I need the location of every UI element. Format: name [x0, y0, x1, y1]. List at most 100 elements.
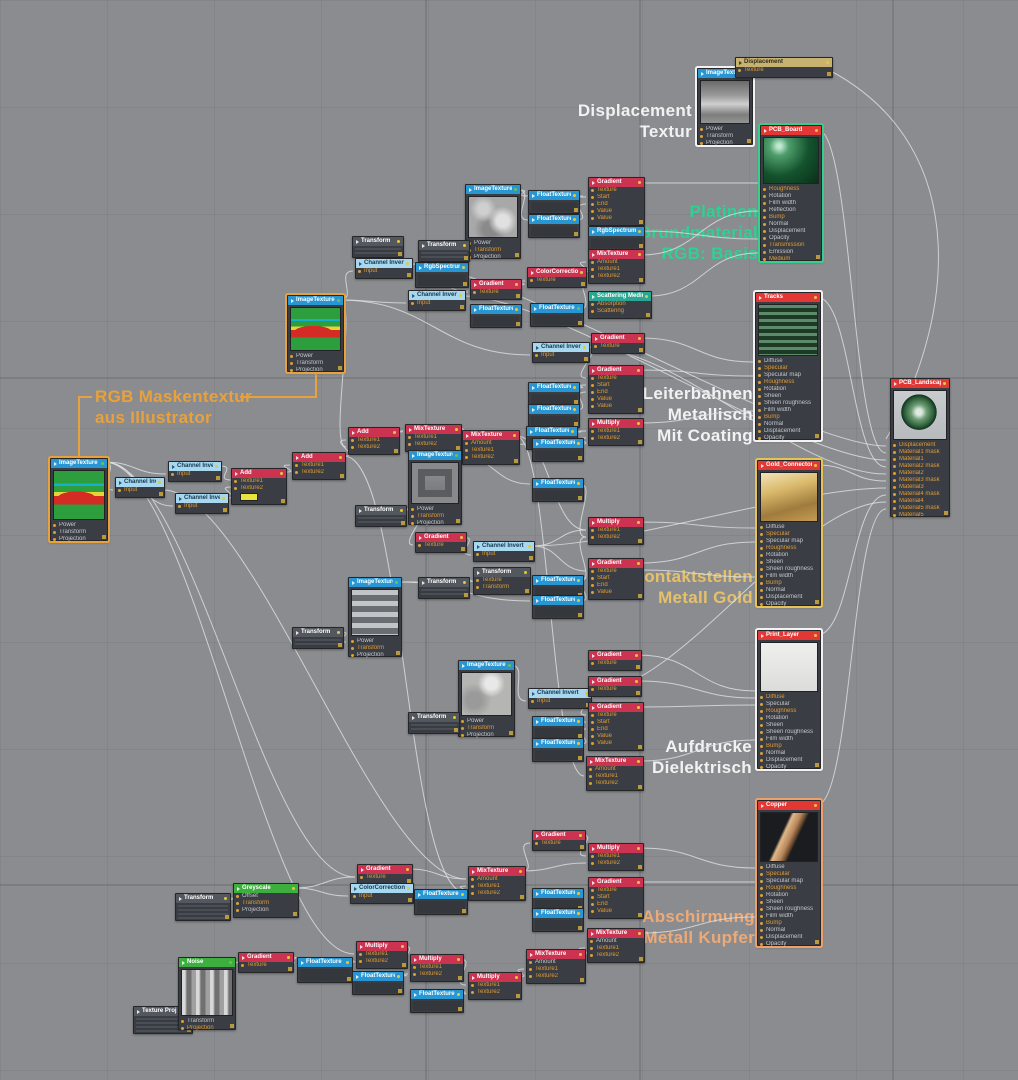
collapse-icon[interactable]	[592, 252, 595, 257]
output-port-icon[interactable]	[528, 545, 531, 548]
input-port-icon[interactable]	[295, 471, 298, 474]
port-power[interactable]: Power	[698, 126, 752, 133]
input-port-icon[interactable]	[760, 866, 763, 869]
collapse-icon[interactable]	[739, 60, 742, 65]
port-texture[interactable]: Texture	[592, 343, 644, 350]
node-header[interactable]: MixTexture	[588, 929, 644, 938]
node-header[interactable]: ImageTexture	[349, 578, 401, 587]
collapse-icon[interactable]	[414, 992, 417, 997]
node-header[interactable]: Greyscale	[234, 884, 298, 893]
input-port-icon[interactable]	[700, 135, 703, 138]
port-opacity[interactable]: Opacity	[758, 601, 820, 608]
node-header[interactable]: Add	[293, 453, 345, 462]
node-header[interactable]: ImageTexture	[51, 459, 107, 468]
input-port-icon[interactable]	[529, 968, 532, 971]
port-start[interactable]: Start	[589, 894, 643, 901]
collapse-icon[interactable]	[530, 952, 533, 957]
input-port-icon[interactable]	[763, 237, 766, 240]
node-scatter-1[interactable]: Scattering MediumAbsorptionScattering	[588, 291, 652, 319]
output-port-icon[interactable]	[339, 456, 342, 459]
node-header[interactable]: Transform	[293, 628, 343, 637]
input-port-icon[interactable]	[351, 640, 354, 643]
port-input[interactable]: Input	[176, 503, 228, 510]
input-port-icon[interactable]	[700, 128, 703, 131]
input-port-icon[interactable]	[760, 547, 763, 550]
node-header[interactable]: Gradient	[592, 334, 644, 343]
output-port-icon[interactable]	[943, 382, 946, 385]
port-diffuse[interactable]: Diffuse	[758, 694, 820, 701]
port-material2[interactable]: Material2	[891, 470, 949, 477]
collapse-icon[interactable]	[592, 368, 595, 373]
collapse-icon[interactable]	[237, 886, 240, 891]
collapse-icon[interactable]	[462, 663, 465, 668]
resize-handle-icon[interactable]	[578, 321, 582, 325]
collapse-icon[interactable]	[532, 217, 535, 222]
output-port-icon[interactable]	[571, 430, 574, 433]
output-port-icon[interactable]	[229, 961, 232, 964]
collapse-icon[interactable]	[536, 891, 539, 896]
output-port-icon[interactable]	[400, 509, 403, 512]
collapse-icon[interactable]	[179, 496, 182, 501]
resize-handle-icon[interactable]	[636, 665, 640, 669]
node-header[interactable]: Gradient	[416, 533, 466, 542]
port-texture2[interactable]: Texture2	[293, 469, 345, 476]
input-port-icon[interactable]	[760, 582, 763, 585]
port-sheen-roughness[interactable]: Sheen roughness	[758, 566, 820, 573]
input-port-icon[interactable]	[590, 940, 593, 943]
collapse-icon[interactable]	[894, 381, 897, 386]
port-transform[interactable]: Transform	[349, 645, 401, 652]
port-material4-mask[interactable]: Material4 mask	[891, 491, 949, 498]
port-specular-map[interactable]: Specular map	[756, 372, 820, 379]
node-header[interactable]: Add	[232, 469, 286, 478]
input-port-icon[interactable]	[763, 188, 766, 191]
node-header[interactable]: MixTexture	[406, 425, 461, 434]
resize-handle-icon[interactable]	[578, 734, 582, 738]
collapse-icon[interactable]	[592, 294, 595, 299]
port-texture2[interactable]: Texture2	[587, 780, 643, 787]
node-header[interactable]: FloatTexture	[298, 958, 352, 967]
resize-handle-icon[interactable]	[509, 731, 513, 735]
collapse-icon[interactable]	[536, 741, 539, 746]
port-input[interactable]: Input	[356, 268, 412, 275]
collapse-icon[interactable]	[701, 71, 704, 76]
output-port-icon[interactable]	[457, 958, 460, 961]
input-port-icon[interactable]	[893, 514, 896, 517]
port-texture[interactable]: Texture	[589, 686, 641, 693]
collapse-icon[interactable]	[592, 653, 595, 658]
input-port-icon[interactable]	[591, 577, 594, 580]
output-port-icon[interactable]	[573, 408, 576, 411]
output-port-icon[interactable]	[585, 692, 588, 695]
input-port-icon[interactable]	[760, 561, 763, 564]
input-port-icon[interactable]	[351, 647, 354, 650]
output-port-icon[interactable]	[397, 240, 400, 243]
port-transform[interactable]: Transform	[474, 584, 530, 591]
collapse-icon[interactable]	[414, 957, 417, 962]
output-port-icon[interactable]	[158, 481, 161, 484]
input-port-icon[interactable]	[893, 444, 896, 447]
port-diffuse[interactable]: Diffuse	[756, 358, 820, 365]
port-texture1[interactable]: Texture1	[527, 966, 585, 973]
node-float-2[interactable]: FloatTexture	[530, 303, 584, 327]
input-port-icon[interactable]	[700, 142, 703, 145]
collapse-icon[interactable]	[534, 306, 537, 311]
output-port-icon[interactable]	[577, 579, 580, 582]
port-sheen-roughness[interactable]: Sheen roughness	[758, 906, 820, 913]
node-header[interactable]: FloatTexture	[533, 479, 583, 488]
node-header[interactable]: Gradient	[239, 953, 293, 962]
input-port-icon[interactable]	[589, 768, 592, 771]
output-port-icon[interactable]	[577, 442, 580, 445]
resize-handle-icon[interactable]	[462, 909, 466, 913]
input-port-icon[interactable]	[763, 251, 766, 254]
port-texture[interactable]: Texture	[471, 289, 521, 296]
input-port-icon[interactable]	[411, 522, 414, 525]
port-rotation[interactable]: Rotation	[756, 386, 820, 393]
port-sheen-roughness[interactable]: Sheen roughness	[756, 400, 820, 407]
input-port-icon[interactable]	[591, 591, 594, 594]
resize-handle-icon[interactable]	[520, 895, 524, 899]
